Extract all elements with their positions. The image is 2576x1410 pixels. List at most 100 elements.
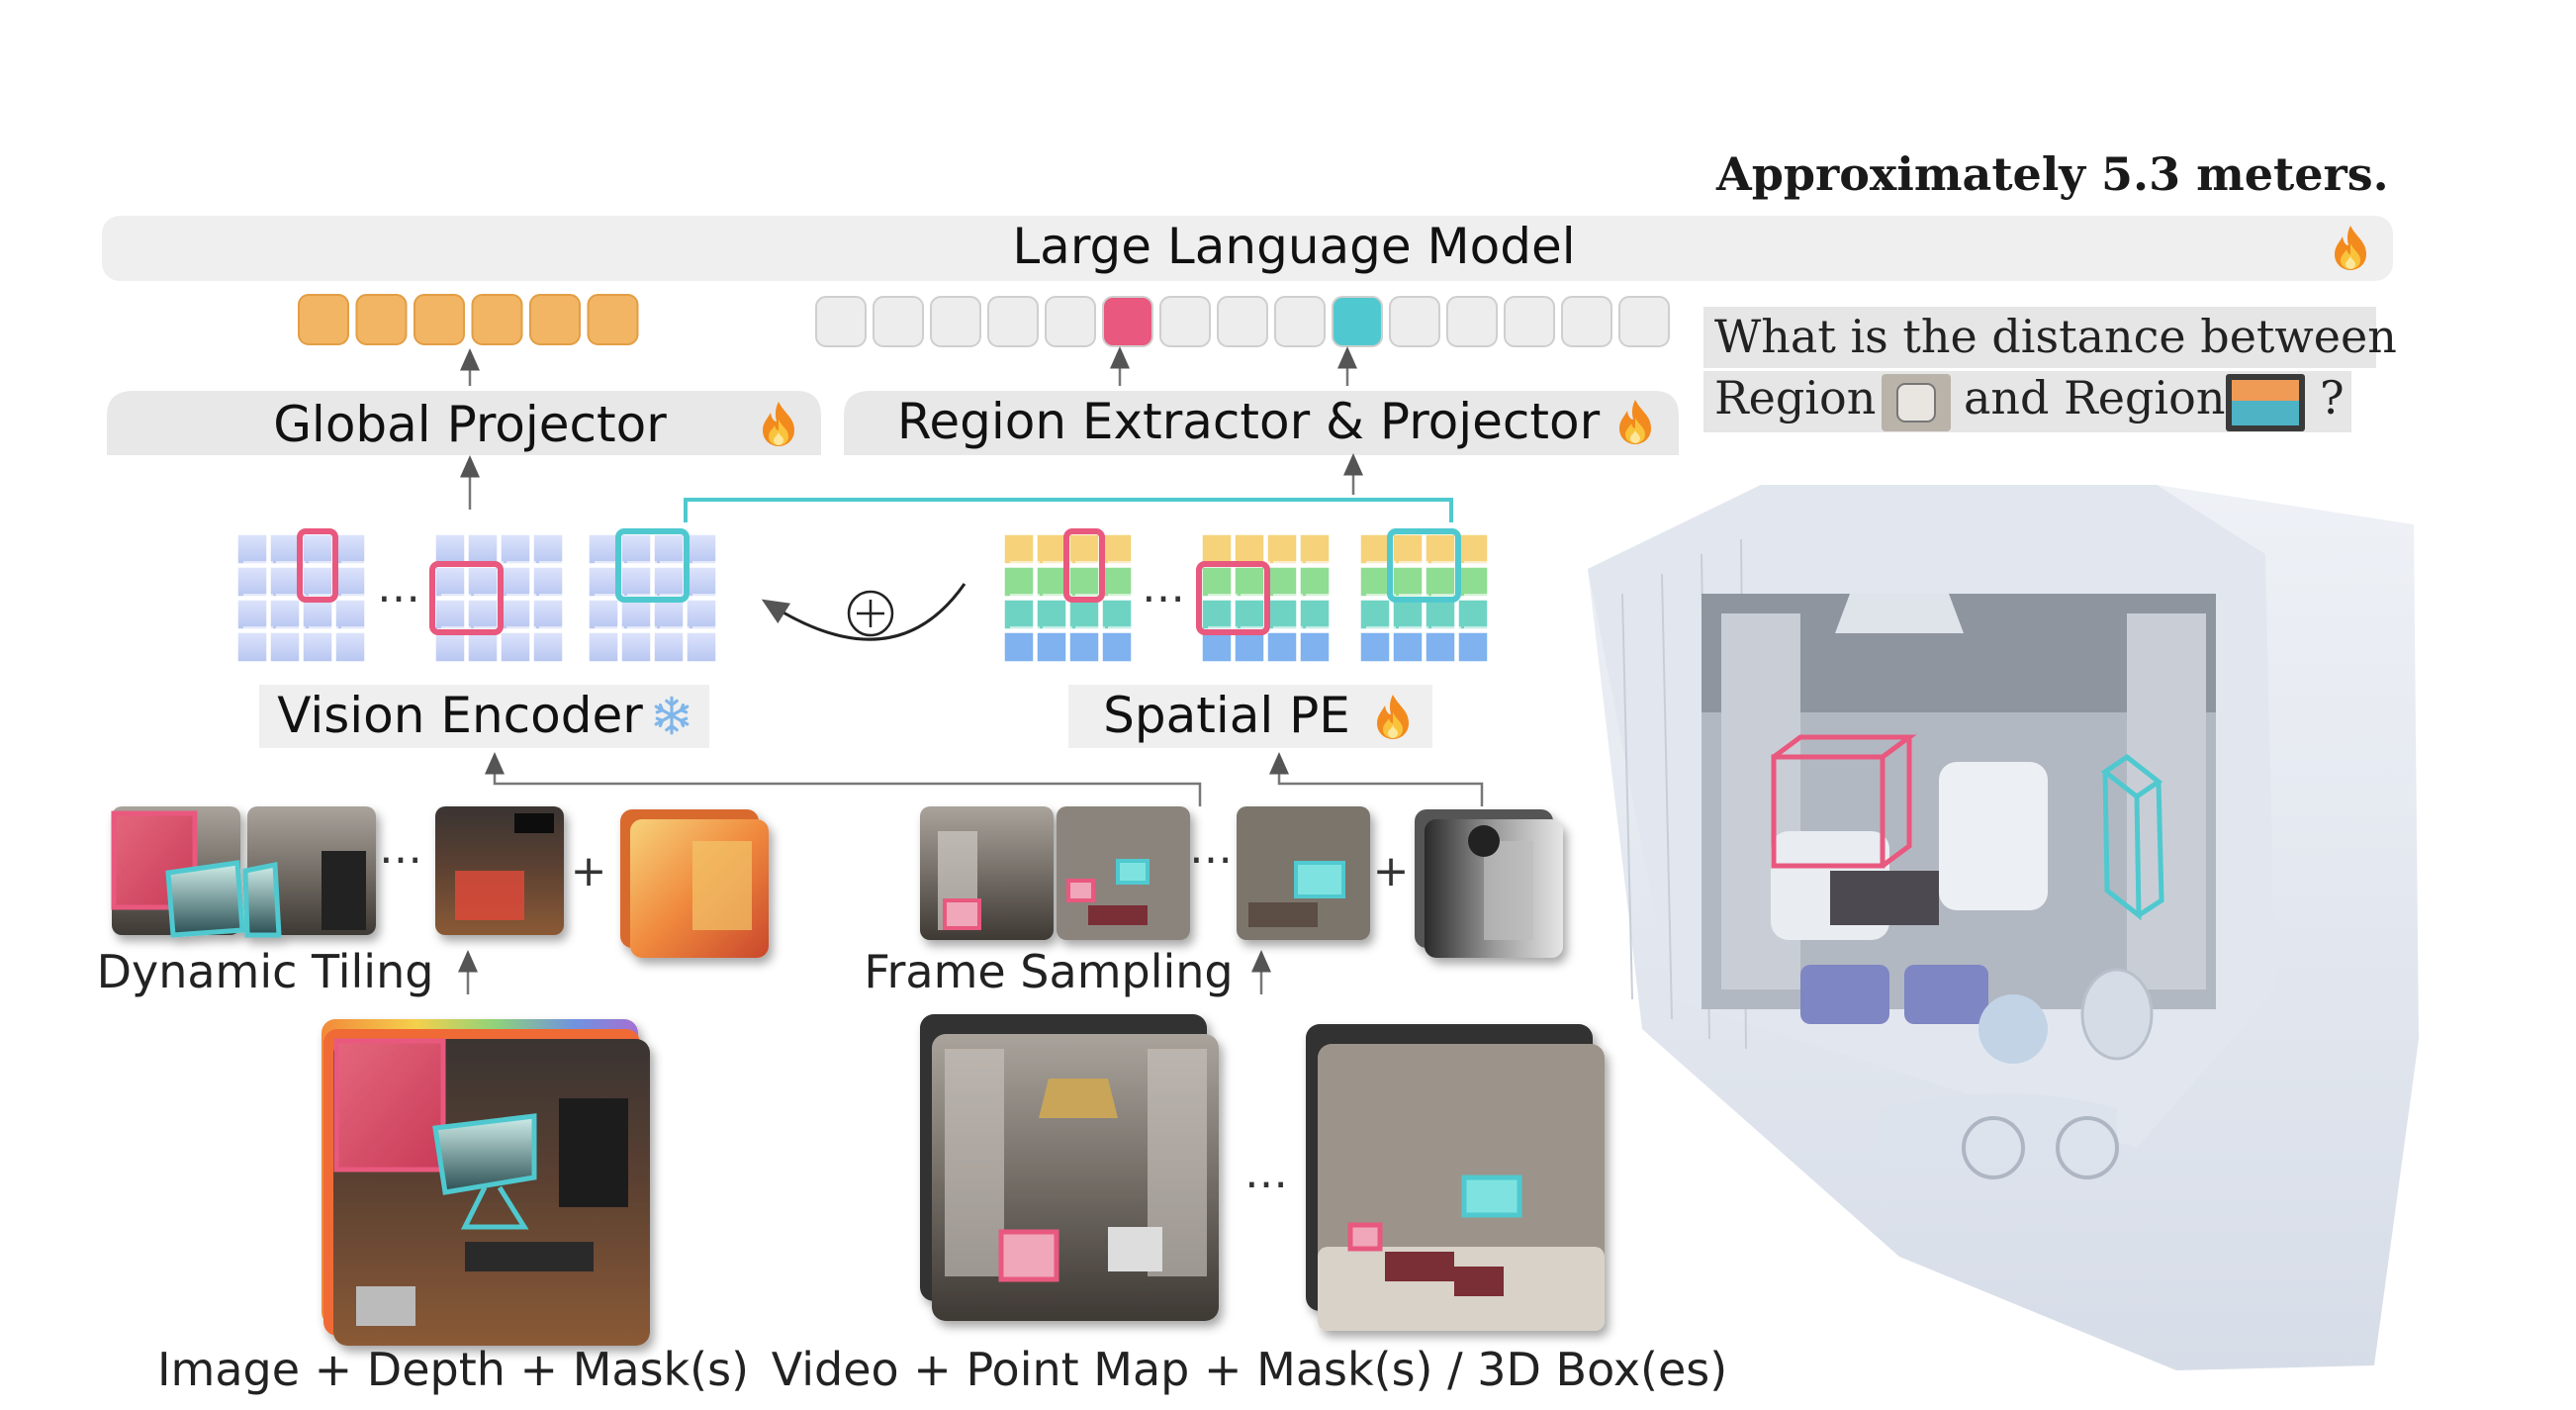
image-input-photo <box>333 1038 650 1346</box>
feature-cell <box>620 631 652 663</box>
region-connector-line <box>684 498 1453 522</box>
question-line-1: What is the distance between <box>1714 310 2397 363</box>
feature-cell <box>1068 631 1100 663</box>
feature-cell <box>1392 533 1424 565</box>
region-highlight-pink <box>297 528 338 603</box>
feature-cell <box>1359 533 1391 565</box>
feature-cell <box>1359 631 1391 663</box>
spatial-pe: Spatial PE <box>1068 685 1432 748</box>
feature-cell <box>1101 533 1133 565</box>
vision-encoder-label: Vision Encoder <box>277 687 643 744</box>
image-input-stack <box>322 1019 650 1346</box>
region-token <box>873 296 924 347</box>
encoder-output-arrows <box>460 453 1363 510</box>
feature-cell <box>302 566 333 598</box>
feature-cell <box>334 599 366 630</box>
feature-cell <box>500 566 531 598</box>
region-token <box>1561 296 1612 347</box>
vision-encoder: Vision Encoder <box>259 685 709 748</box>
feature-cell <box>532 631 564 663</box>
feature-cell <box>620 599 652 630</box>
feature-cell <box>467 566 499 598</box>
global-projector-label: Global Projector <box>273 396 667 453</box>
feature-cell <box>302 631 333 663</box>
region-token <box>1217 296 1268 347</box>
feature-cell <box>1392 566 1424 598</box>
feature-cell <box>1359 599 1391 630</box>
feature-cell <box>532 533 564 565</box>
feature-cell <box>467 631 499 663</box>
feature-cell <box>1003 599 1035 630</box>
frame-sampling-label: Frame Sampling <box>864 945 1233 998</box>
region-thumbnail-chair <box>1882 374 1951 431</box>
feature-grid <box>1359 528 1494 663</box>
feature-cell <box>1036 631 1067 663</box>
region-projector-label: Region Extractor & Projector <box>897 393 1601 450</box>
region-token <box>987 296 1039 347</box>
feature-cell <box>686 631 717 663</box>
feature-cell <box>1201 631 1233 663</box>
feature-cell <box>236 566 268 598</box>
feature-cell <box>1392 631 1424 663</box>
feature-cell <box>686 533 717 565</box>
feature-cell <box>588 631 619 663</box>
feature-cell <box>1101 599 1133 630</box>
global-token <box>529 294 581 345</box>
feature-cell <box>588 566 619 598</box>
question-region-word: Region <box>1714 371 1876 424</box>
depth-map-stack <box>620 809 769 958</box>
point-map-stack <box>1415 809 1563 958</box>
feature-cell <box>532 599 564 630</box>
region-token-row <box>815 296 1670 347</box>
feature-cell <box>1392 599 1424 630</box>
3d-box-pink <box>1771 734 1917 869</box>
feature-cell <box>1266 533 1298 565</box>
feature-cell <box>1068 566 1100 598</box>
frame-sampling-tiles <box>920 806 1370 940</box>
region-projector: Region Extractor & Projector <box>844 391 1679 455</box>
feature-cell <box>434 533 466 565</box>
feature-cell <box>1068 599 1100 630</box>
region-token <box>1389 296 1440 347</box>
feature-cell <box>500 533 531 565</box>
feature-cell <box>269 599 301 630</box>
feature-cell <box>1234 533 1265 565</box>
feature-cell <box>1201 533 1233 565</box>
tile-frame <box>1237 806 1370 940</box>
tile-frame <box>920 806 1054 940</box>
feature-cell <box>1266 566 1298 598</box>
feature-fusion <box>761 583 966 641</box>
dynamic-tiling-label: Dynamic Tiling <box>97 945 434 998</box>
feature-cell <box>467 533 499 565</box>
projector-output-arrows <box>460 346 1357 386</box>
video-frame-last <box>1318 1044 1605 1331</box>
feature-cell <box>1101 631 1133 663</box>
feature-cell <box>236 631 268 663</box>
feature-cell <box>1003 566 1035 598</box>
feature-cell <box>1036 599 1067 630</box>
feature-cell <box>302 599 333 630</box>
global-token-row <box>298 294 639 345</box>
feature-cell <box>236 533 268 565</box>
spatial-pe-label: Spatial PE <box>1103 687 1350 744</box>
plus-sign: + <box>571 846 607 896</box>
plus-sign: + <box>1373 846 1410 896</box>
feature-cell <box>653 631 685 663</box>
region-token <box>930 296 981 347</box>
feature-cell <box>1299 533 1331 565</box>
video-input-label: Video + Point Map + Mask(s) / 3D Box(es) <box>772 1343 1727 1396</box>
feature-cell <box>1266 599 1298 630</box>
region-token <box>1446 296 1498 347</box>
feature-grid <box>1003 528 1138 663</box>
feature-cell <box>1234 631 1265 663</box>
feature-cell <box>236 599 268 630</box>
tile-frame <box>1057 806 1190 940</box>
global-token <box>355 294 408 345</box>
scene-3d-reconstruction <box>1588 485 2419 1370</box>
feature-cell <box>1457 631 1489 663</box>
feature-cell <box>653 566 685 598</box>
region-highlight-cyan <box>1387 528 1461 603</box>
feature-cell <box>334 631 366 663</box>
region-token <box>1274 296 1326 347</box>
feature-cell <box>1036 566 1067 598</box>
